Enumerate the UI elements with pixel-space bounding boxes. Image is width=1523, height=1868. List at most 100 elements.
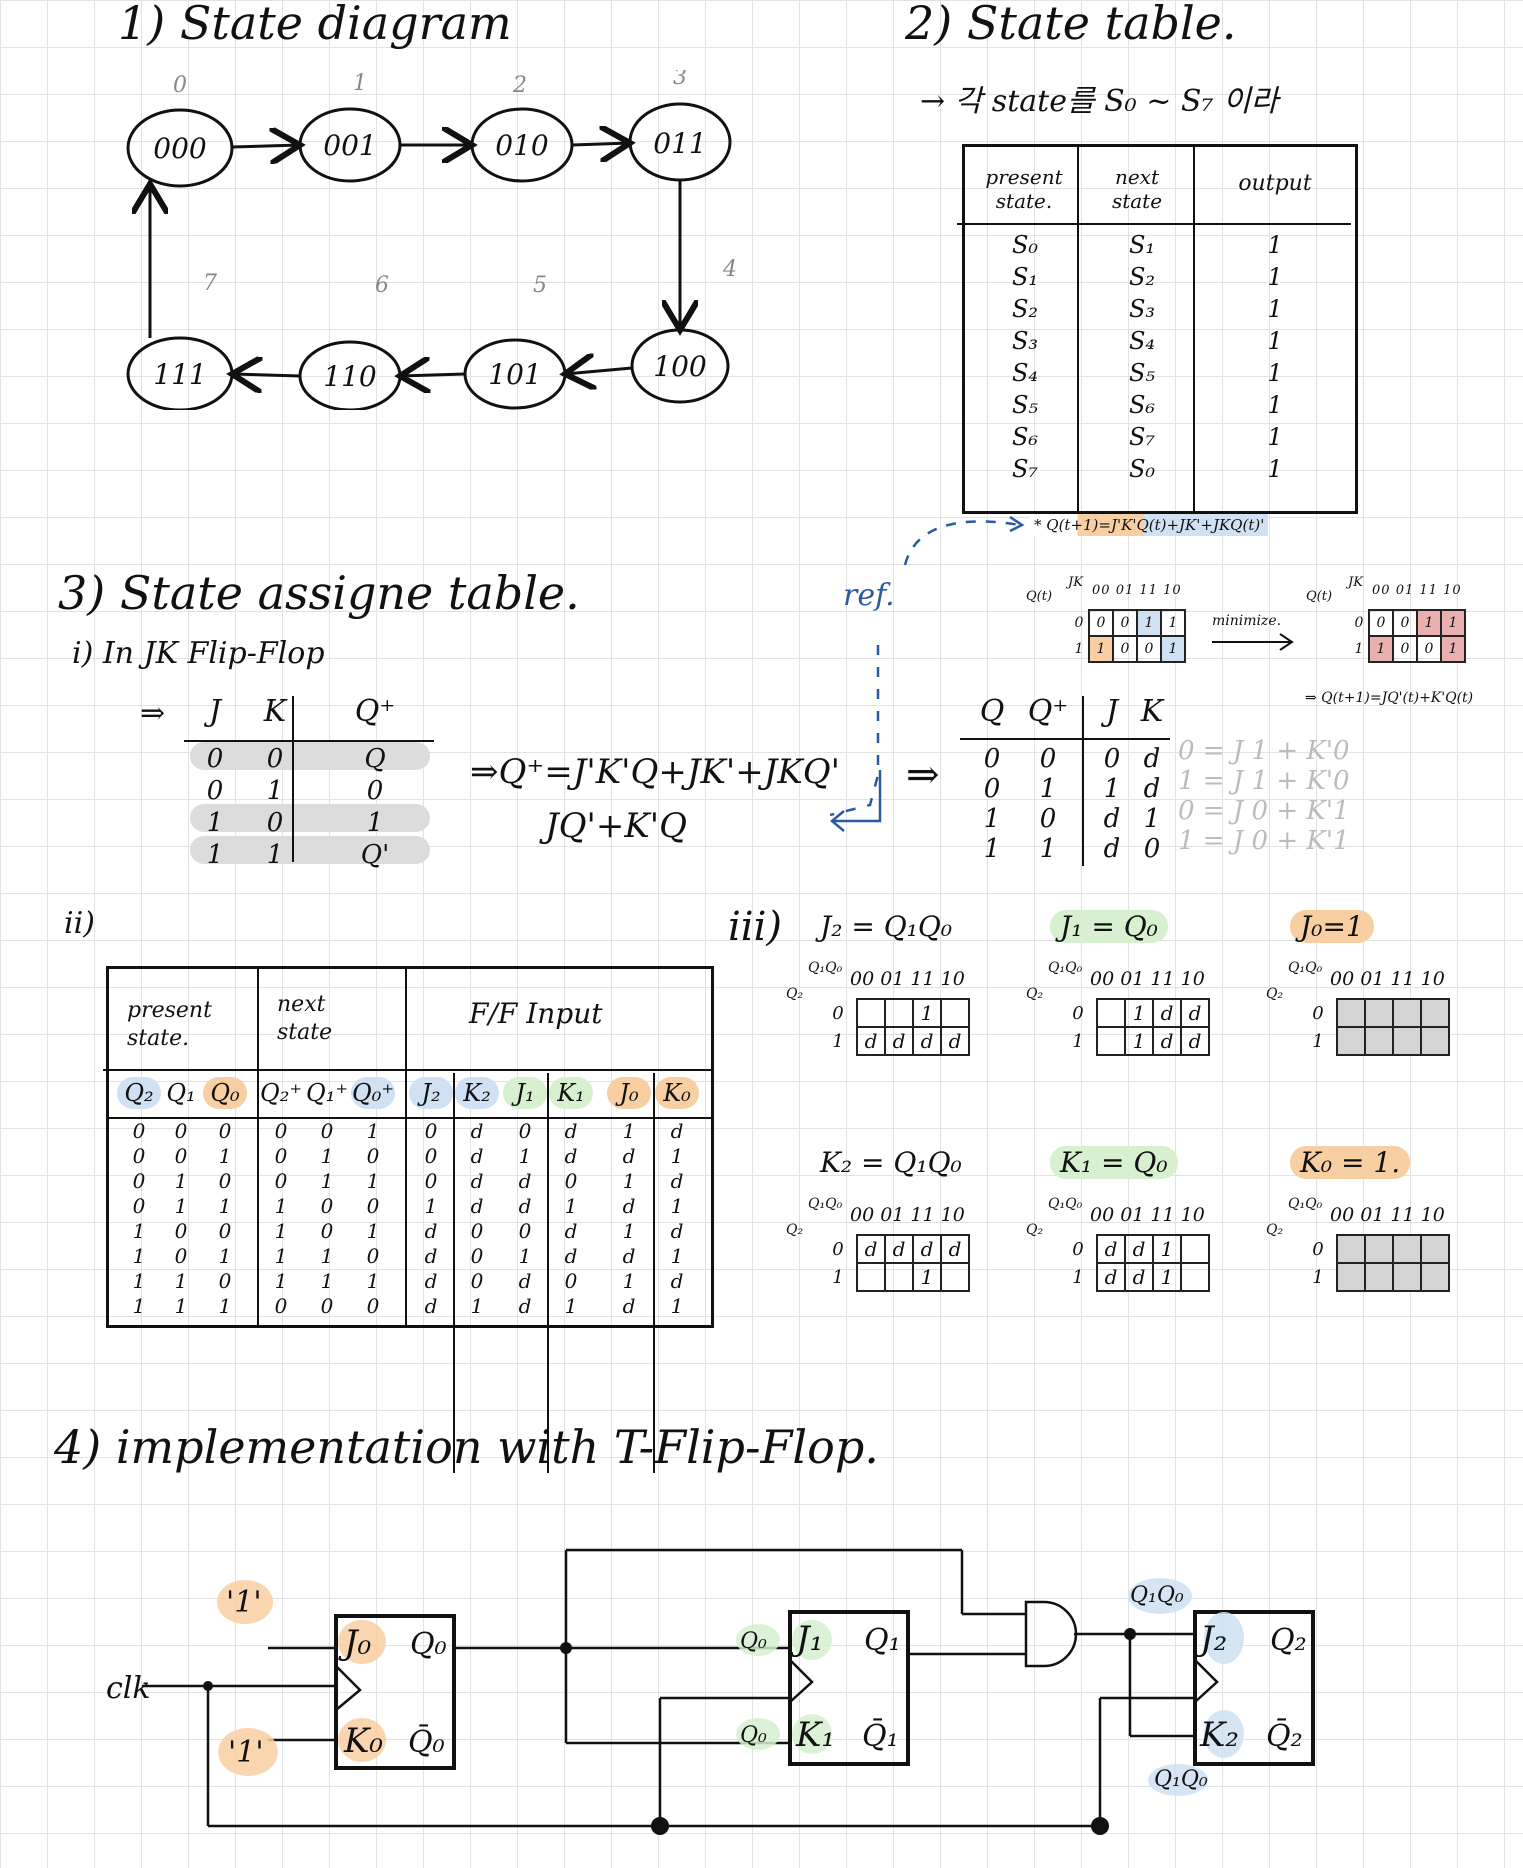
kmap-col-codes: 00 01 11 10 (1090, 968, 1205, 990)
kmap-cell: d (1180, 1026, 1210, 1056)
state-table-next-cell: S₂ (1128, 263, 1156, 291)
kmap-col-var: Q₁Q₀ (1288, 960, 1323, 976)
kmap-label: J₂ = Q₁Q₀ (820, 910, 953, 943)
kmap-row-var: Q₂ (1266, 986, 1284, 1002)
kmap-cell (1096, 998, 1126, 1028)
hdr-present: present state. (127, 998, 212, 1051)
table-cell: 0 (564, 1269, 578, 1293)
state-label: 011 (653, 127, 706, 160)
kmap-cell (940, 1262, 970, 1292)
table-cell: d (622, 1294, 636, 1318)
table-cell: 1 (366, 1219, 380, 1243)
table-cell: 1 (670, 1294, 684, 1318)
part3-title: iii) (728, 904, 782, 950)
kmap-col-codes: 00 01 11 10 (1330, 1204, 1445, 1226)
kmap-cell: d (940, 1026, 970, 1056)
table-cell: 1 (622, 1269, 636, 1293)
state-table-output-cell: 1 (1267, 231, 1283, 259)
part2-title: ii) (64, 906, 95, 941)
excite-header: Q (979, 694, 1005, 729)
table-cell: 1 (274, 1244, 288, 1268)
kmap-cols: 00 01 11 10 (1372, 583, 1462, 598)
table-cell: 0 (424, 1119, 438, 1143)
excite-cell: 1 (983, 834, 1001, 864)
table-cell: 0 (274, 1144, 288, 1168)
table-cell: d (518, 1169, 532, 1193)
state-table-output-cell: 1 (1267, 455, 1283, 483)
table-cell: 0 (424, 1144, 438, 1168)
table-cell: 1 (366, 1169, 380, 1193)
kmap-cols: 00 01 11 10 (1092, 583, 1182, 598)
ff2-q: Q₂ (1270, 1623, 1307, 1658)
state-table-present-cell: S₂ (1011, 295, 1039, 323)
table-cell: 1 (218, 1144, 232, 1168)
table-cell: 0 (470, 1219, 484, 1243)
kmap-cell (1420, 1026, 1450, 1056)
kmap-row-val: 0 (832, 1002, 844, 1024)
table-cell: 1 (174, 1169, 188, 1193)
kmap-col-var: Q₁Q₀ (808, 960, 843, 976)
jk-cell: 1 (366, 808, 384, 838)
table-cell: 0 (470, 1244, 484, 1268)
table-cell: d (564, 1219, 578, 1243)
table-cell: 0 (518, 1219, 532, 1243)
kmap-cell: d (856, 1234, 886, 1264)
excite-cell: d (1143, 774, 1161, 804)
kmap-cell (1336, 1026, 1366, 1056)
table-cell: 1 (174, 1269, 188, 1293)
table-cell: 0 (174, 1219, 188, 1243)
kmap-col-label: JK (1068, 575, 1083, 590)
state-table-note: → 각 state를 S₀ ~ S₇ 이라 (920, 84, 1279, 119)
table-cell: d (518, 1194, 532, 1218)
kmap-cell (1420, 1262, 1450, 1292)
minimize-arrow (1212, 633, 1294, 651)
state-table-present-cell: S₁ (1011, 263, 1039, 291)
kmap-cell (1364, 1262, 1394, 1292)
kmap-cell (856, 998, 886, 1028)
kmap-label: J₁ = Q₀ (1050, 910, 1168, 943)
state-index: 6 (375, 273, 389, 298)
kmap-cell: 1 (912, 998, 942, 1028)
excite-note: 1 = J 0 + K'1 (1178, 826, 1350, 856)
table-cell: 1 (622, 1219, 636, 1243)
kmap-cell: d (856, 1026, 886, 1056)
kmap-cell (1336, 1234, 1366, 1264)
table-cell: d (670, 1119, 684, 1143)
jk-cell: 1 (206, 840, 224, 870)
jk-header: J (208, 694, 222, 729)
table-cell: 0 (218, 1119, 232, 1143)
kmap-col-var: Q₁Q₀ (1288, 1196, 1323, 1212)
table-cell: 0 (218, 1219, 232, 1243)
excite-cell: d (1103, 804, 1121, 834)
ref-label: ref. (843, 578, 895, 613)
table-cell: 1 (218, 1294, 232, 1318)
sub-header-cell: J₀ (607, 1077, 651, 1109)
kmap-row-var: Q₂ (786, 986, 804, 1002)
kmap-cell (884, 1262, 914, 1292)
ff2-j: J₂ (1194, 1619, 1227, 1659)
sub-header-cell: Q₂ (117, 1077, 161, 1109)
state-index: 0 (173, 73, 187, 98)
kmap-cell (1180, 1234, 1210, 1264)
kmap-cell (1392, 1234, 1422, 1264)
state-table-present-cell: S₀ (1011, 231, 1039, 259)
kmap-cell (1336, 998, 1366, 1028)
table-cell: 0 (274, 1169, 288, 1193)
kmap-cell: d (1180, 998, 1210, 1028)
table-cell: d (470, 1194, 484, 1218)
kmap-label: K₂ = Q₁Q₀ (820, 1146, 962, 1179)
kmap-row-val: 1 (1072, 1266, 1084, 1288)
kmap-col-codes: 00 01 11 10 (850, 968, 965, 990)
state-table-output-cell: 1 (1267, 263, 1283, 291)
kmap-cell (1180, 1262, 1210, 1292)
excite-cell: 0 (1039, 804, 1057, 834)
table-cell: d (564, 1244, 578, 1268)
table-cell: 0 (218, 1169, 232, 1193)
ff2-qb: Q̄₂ (1266, 1718, 1303, 1754)
